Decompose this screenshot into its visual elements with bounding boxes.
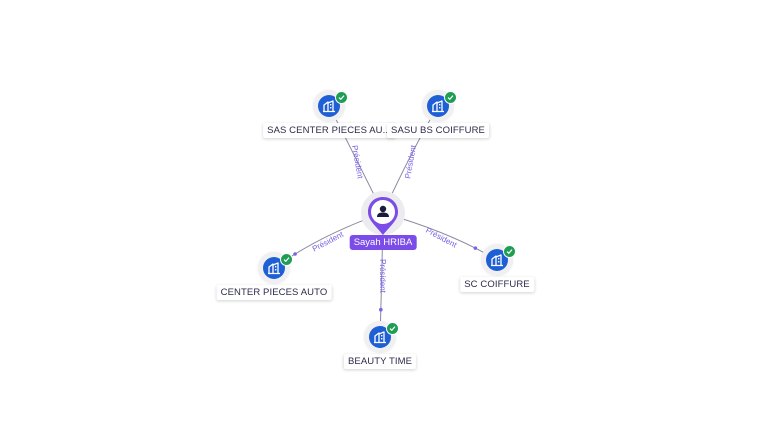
person-pin-icon <box>368 197 398 235</box>
company-label[interactable]: SAS CENTER PIECES AU... <box>263 123 395 138</box>
building-icon <box>486 249 508 271</box>
building-icon <box>369 326 391 348</box>
edge-arrow-sc-coiffure <box>473 246 478 250</box>
check-icon <box>386 322 399 335</box>
company-label[interactable]: BEAUTY TIME <box>343 354 417 369</box>
building-icon <box>263 257 285 279</box>
check-icon <box>503 245 516 258</box>
check-icon <box>335 91 348 104</box>
company-label[interactable]: CENTER PIECES AUTO <box>216 285 332 300</box>
company-label[interactable]: SC COIFFURE <box>460 277 534 292</box>
edge-label-beauty-time: Président <box>378 259 387 294</box>
edge-arrow-beauty-time <box>379 307 383 312</box>
building-icon <box>427 95 449 117</box>
building-icon <box>318 95 340 117</box>
company-label[interactable]: SASU BS COIFFURE <box>387 123 489 138</box>
check-icon <box>444 91 457 104</box>
person-label[interactable]: Sayah HRIBA <box>349 235 417 250</box>
edge-label-sasu-bs-coiffure: Président <box>403 144 418 180</box>
edge-label-sas-center-pieces: Président <box>350 145 365 181</box>
edge-arrow-center-pieces-auto <box>293 252 297 256</box>
person-icon <box>377 205 389 217</box>
check-icon <box>280 253 293 266</box>
